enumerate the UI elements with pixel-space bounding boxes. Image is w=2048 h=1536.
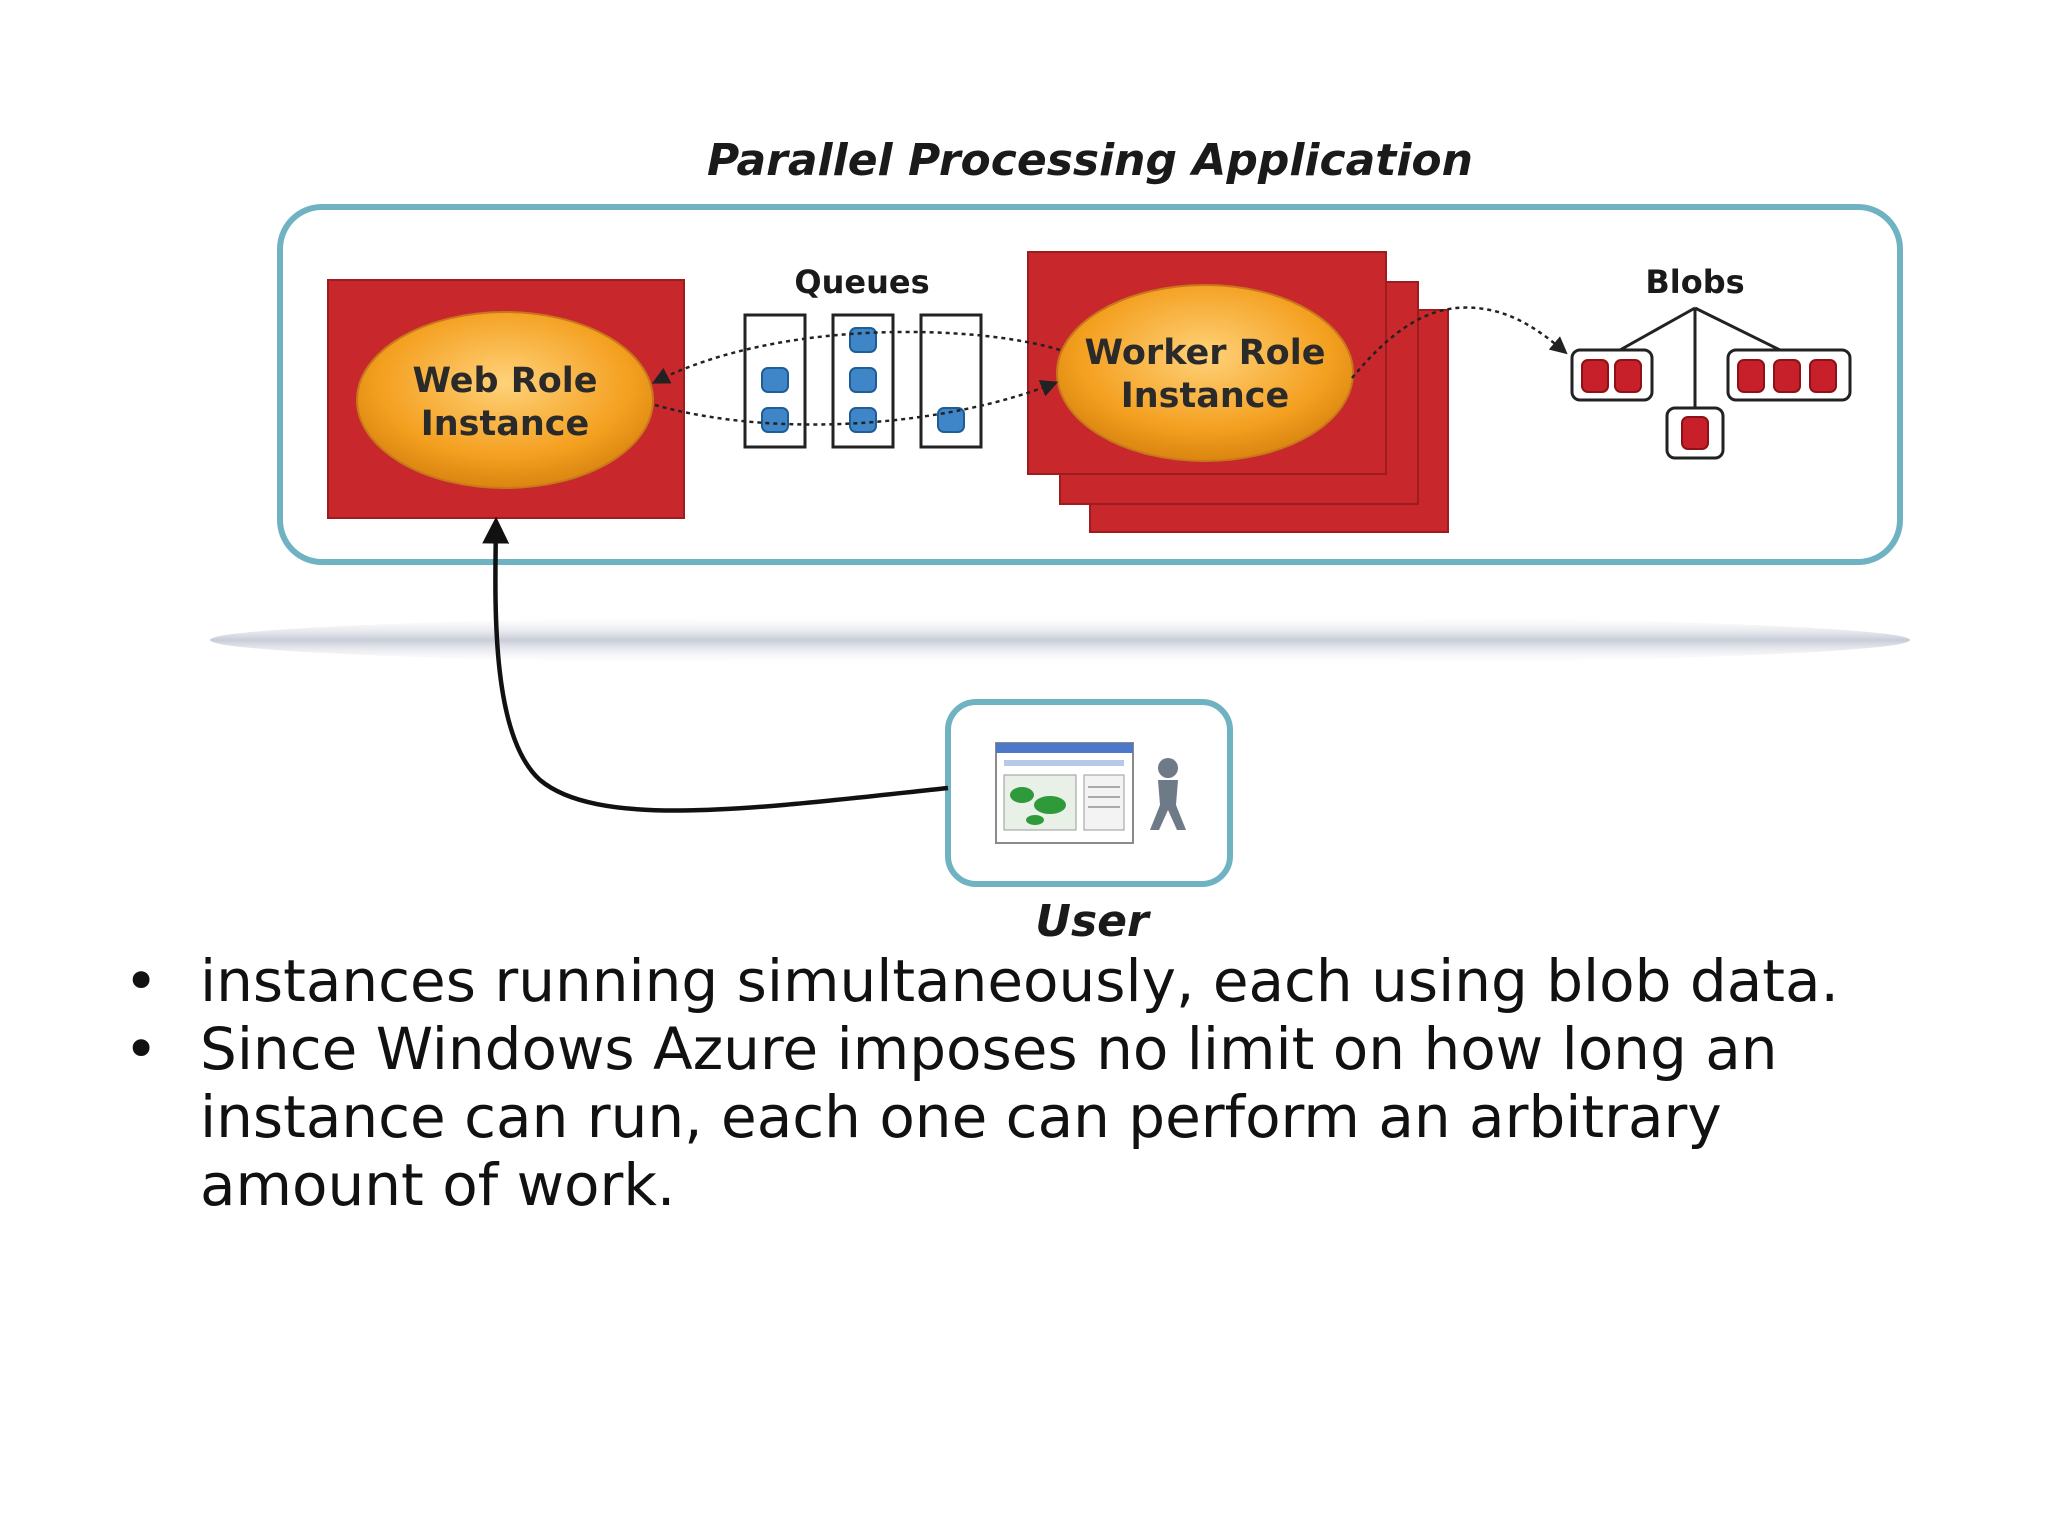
blob-container-2: [1726, 348, 1852, 402]
bullet-item: • Since Windows Azure imposes no limit o…: [118, 1015, 1998, 1219]
web-role-label-line1: Web Role: [412, 361, 597, 401]
cloud-shadow: [210, 614, 1910, 666]
blob-tree-lines: [1619, 306, 1781, 408]
queue-message-icon: [761, 407, 789, 433]
queue-message-icon: [849, 407, 877, 433]
blob-icon: [1681, 416, 1709, 450]
bullet-marker: •: [124, 947, 159, 1015]
bullet-item: • instances running simultaneously, each…: [118, 947, 1998, 1015]
worker-role-oval: [1056, 284, 1354, 462]
queue-message-icon: [849, 367, 877, 393]
person-icon: [1150, 758, 1186, 830]
blobs-label: Blobs: [1645, 263, 1744, 301]
blob-icon: [1809, 359, 1837, 393]
queue-arrow-to-worker-role: [654, 380, 1059, 426]
blob-container-1: [1570, 348, 1654, 402]
queue-message-icon: [849, 327, 877, 353]
blob-icon: [1773, 359, 1801, 393]
queue-column-2: [831, 313, 895, 449]
web-role-oval: [356, 311, 654, 489]
worker-role-label-line1: Worker Role: [1085, 333, 1326, 373]
blob-icon: [1581, 359, 1609, 393]
bullet-list: • instances running simultaneously, each…: [118, 885, 1998, 1219]
blob-icon: [1737, 359, 1765, 393]
browser-window-icon: [995, 742, 1134, 844]
queue-arrow-to-web-role: [651, 330, 1061, 384]
web-role-label-line2: Instance: [421, 404, 590, 444]
queue-column-3: [919, 313, 983, 449]
blob-icon: [1614, 359, 1642, 393]
user-label: User: [1035, 896, 1151, 947]
blob-container-3: [1665, 406, 1725, 460]
web-role-box: Web Role Instance: [327, 279, 685, 519]
user-box: [945, 699, 1233, 887]
bullet-marker: •: [124, 1015, 159, 1083]
queue-column-1: [743, 313, 807, 449]
bullet-text: Since Windows Azure imposes no limit on …: [200, 1015, 1778, 1219]
bullet-text: instances running simultaneously, each u…: [200, 947, 1839, 1015]
queues-label: Queues: [794, 263, 929, 301]
worker-role-label-line2: Instance: [1121, 376, 1290, 416]
worker-to-blobs-arrow: [1351, 306, 1568, 379]
queue-message-icon: [761, 367, 789, 393]
worker-role-stack: Worker Role Instance: [1027, 251, 1449, 533]
user-to-web-role-arrow: [482, 516, 949, 813]
diagram-title: Parallel Processing Application: [707, 135, 1473, 186]
